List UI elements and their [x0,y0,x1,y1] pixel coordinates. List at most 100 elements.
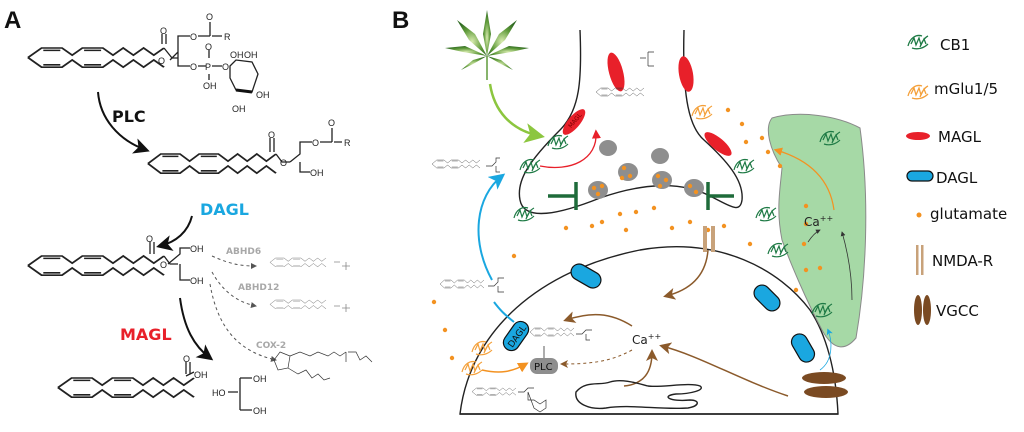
glycerol-hydroxyl-3: OH [253,406,267,416]
calcium-to-dagl-arrow [563,311,633,327]
gliotransmitter-release-arrow [773,147,835,211]
abhd6-pathway-arrow [211,255,257,269]
vgcc-channel-icon [914,295,931,325]
mglu-plc-activation-arrow [481,362,529,373]
calcium-label-postsynaptic: Ca++ [632,332,661,347]
dagl-enzymes: DAGL [502,263,816,363]
dagl-enzyme [790,333,816,363]
dag-oxygen-sn1: O [312,138,319,148]
inositol-oh-2: OH [244,50,258,60]
plc-enzyme-label: PLC [534,362,553,373]
nmda-calcium-arrow [663,249,709,300]
prostaglandin-glycerol-ester [273,351,373,381]
dag-ester-oxygen: O [280,158,287,168]
dagl-enzyme [753,284,781,312]
phosphate-oxygen: O [190,62,197,72]
dagl-enzyme [570,263,602,289]
glycerol-oxygen-1: O [190,32,197,42]
enzyme-label-dagl: DAGL [200,200,249,219]
two-ag-structure-retrograde [431,159,481,169]
arachidonic-acid-molecule: O OH [56,354,208,399]
dag-molecule: O O O O R OH [146,118,351,178]
retrograde-signaling-arrow [477,173,506,281]
abhd6-product-glycerol [334,261,350,270]
inhibition-symbol [706,182,734,210]
legend-label-dagl: DAGL [936,169,978,187]
dag-hydroxyl: OH [310,168,324,178]
enzyme-label-cox2: COX-2 [256,341,286,351]
glycerol-hydroxyl-2: HO [212,388,226,398]
dag-acyl-oxygen: O [328,118,335,128]
legend-item-dagl: DAGL [906,169,978,187]
glycerol-molecule: HO OH OH [212,374,267,416]
cb1-receptor-icon [513,206,535,222]
astrocyte-signal-arrow [819,328,833,371]
dagl-release-line [493,301,515,323]
magl-enzyme [678,56,694,92]
cb1-receptor-icon [519,158,541,174]
calcium-label-astrocyte: Ca++ [804,214,833,229]
dagl-reaction-arrow [156,215,193,251]
legend-label-mglu: mGlu1/5 [934,80,998,98]
phosphate-hydroxyl: OH [203,81,217,91]
legend-item-magl: MAGL [906,128,982,146]
two-ag-hydroxyl-2: OH [190,276,204,286]
mglu-receptors [461,104,713,376]
glycerol-hydroxyl-1: OH [253,374,267,384]
arachidonoyl-chain [26,46,166,69]
dagl-enzyme-labeled [502,320,530,352]
glutamate-molecules [431,107,823,361]
vesicles [588,140,704,199]
dag-r-group: R [344,138,351,148]
acyl-oxygen: O [206,12,213,22]
inositol-oh-3: OH [256,90,270,100]
magl-reaction-arrow [179,297,214,361]
nmda-receptor [703,226,715,252]
abhd12-product-glycerol [334,304,350,312]
legend-label-magl: MAGL [938,128,982,146]
astrocyte-calcium-arrow [840,231,853,301]
two-ag-molecule: O O OH OH [26,234,204,286]
pip2-headgroup-postsynaptic [518,387,547,413]
abhd6-product-aa [269,257,327,268]
inositol-linker-oxygen: O [222,62,229,72]
mglu-receptor-icon [907,84,929,100]
ester-oxygen: O [158,56,165,66]
magl-enzyme-icon [906,132,930,140]
cb1-receptor-icon [907,34,929,50]
panel-a-letter: A [4,7,21,34]
calcium-to-plc-arrow [560,349,633,368]
r-group: R [224,32,231,42]
enzyme-label-magl: MAGL [120,325,172,344]
cb1-receptor-icon [733,158,755,174]
endoplasmic-reticulum [575,379,702,410]
glutamate-dot-icon [916,212,922,218]
panel-a: A O O O O R O P O OH O OH OH OH OH [4,7,373,416]
legend-label-nmda: NMDA-R [932,252,993,270]
vesicle [651,148,669,164]
legend-item-mglu: mGlu1/5 [907,80,998,100]
glycerol-structure-small [640,51,654,67]
two-ag-headgroup-retrograde [486,157,500,173]
vesicle [599,140,617,156]
aa-carbonyl-oxygen: O [183,354,190,364]
legend-label-glutamate: glutamate [930,205,1007,223]
enzyme-label-plc: PLC [112,107,146,126]
magl-enzyme [607,52,625,92]
astrocyte-calcium-arrow [807,229,821,243]
two-ag-hydroxyl-1: OH [190,244,204,254]
nmda-receptor-icon [916,245,924,275]
magl-hydrolysis-arrow [539,129,601,169]
plc-enzyme [530,358,558,374]
cannabis-activation-arrow [488,83,545,143]
inositol-oh-4: OH [232,104,246,114]
cannabis-leaf-icon [445,10,529,80]
phosphorus: P [205,62,211,72]
two-ag-structure-postsynaptic [439,279,485,289]
presynaptic-membrane [518,29,743,215]
two-ag-ester-oxygen: O [160,260,167,270]
dag-carbonyl-oxygen: O [268,130,275,140]
dag-structure-postsynaptic [529,327,575,337]
legend-item-nmda: NMDA-R [916,245,993,275]
vgcc-channel [802,372,848,398]
